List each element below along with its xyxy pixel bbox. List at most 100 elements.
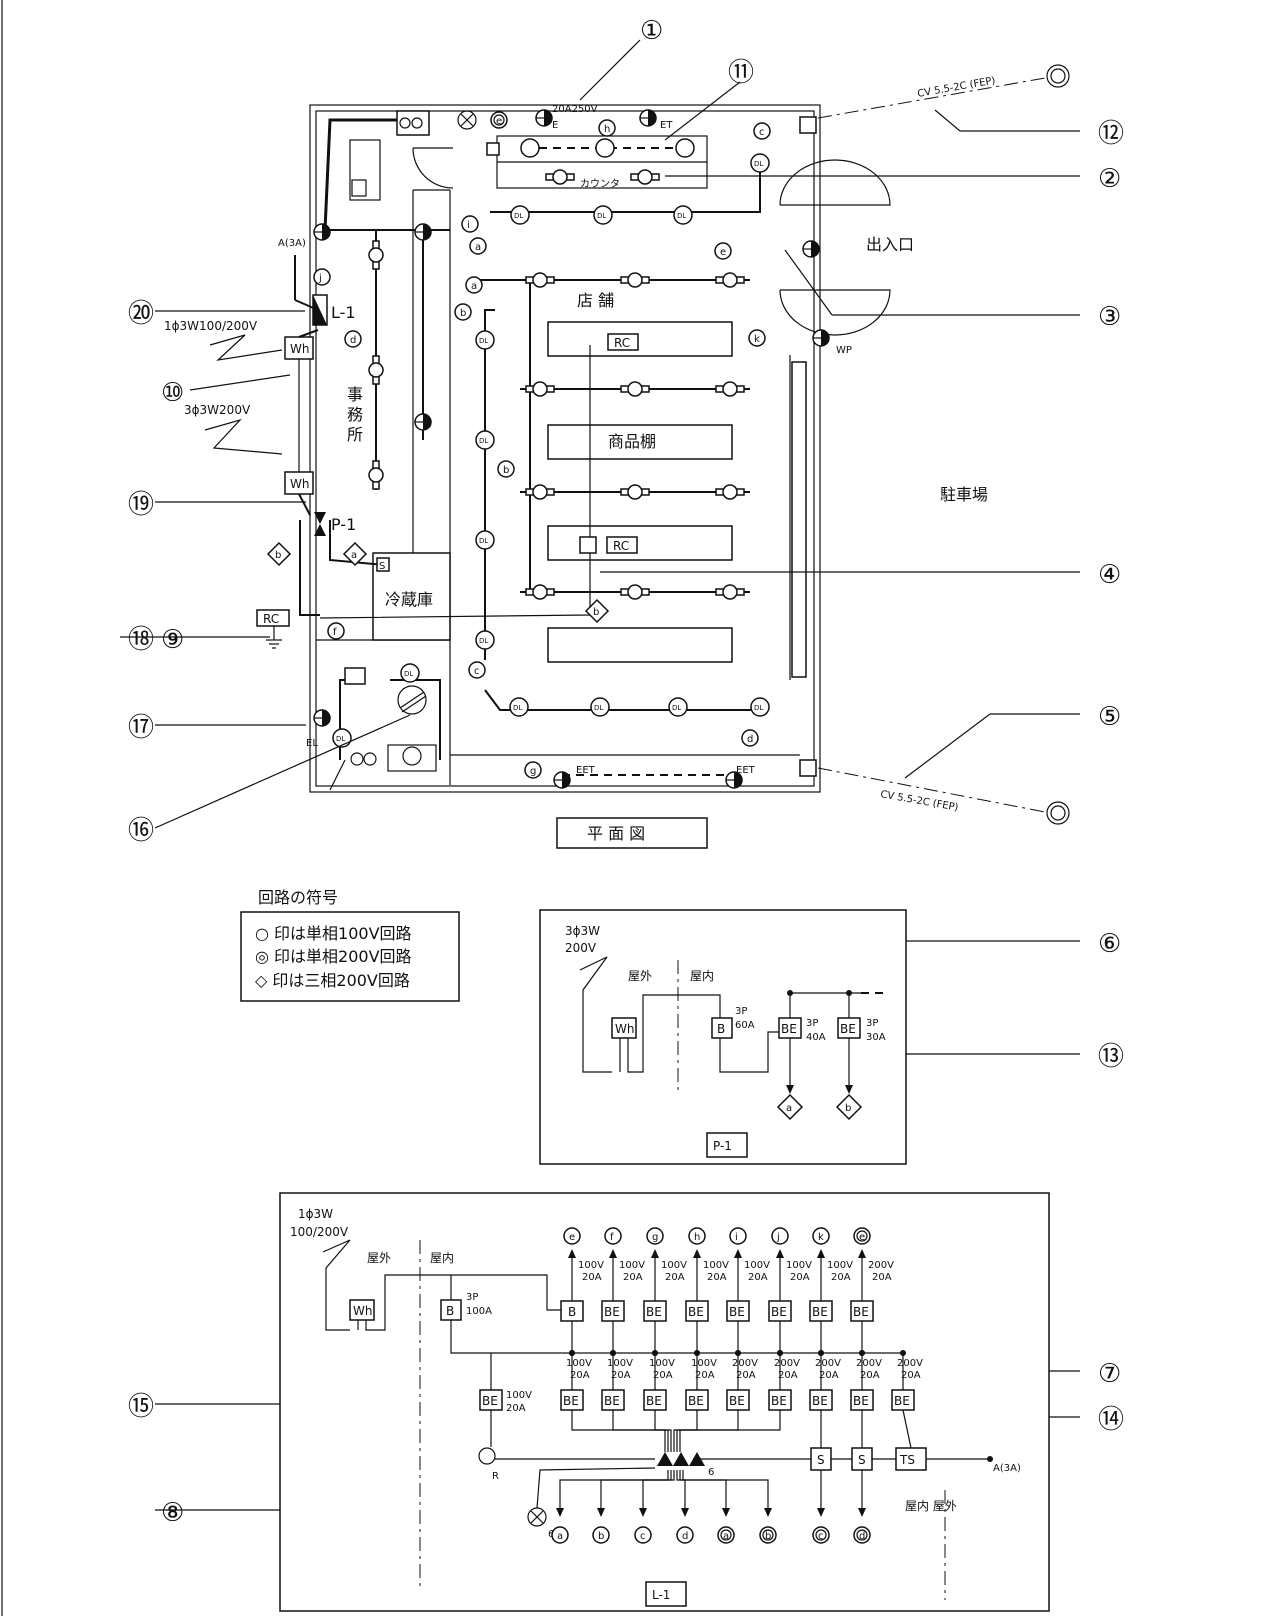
circuit-label-i (461, 215, 479, 233)
callout-number: ⑥ (1098, 929, 1121, 959)
legend-item: ◇ 印は三相200V回路 (255, 971, 410, 990)
legend-item: ◎ 印は単相200V回路 (255, 947, 412, 966)
svg-text:20A: 20A (665, 1272, 685, 1283)
room-shop: 店 舗 (577, 291, 614, 310)
svg-text:100V: 100V (703, 1260, 729, 1271)
fixture-icon (368, 467, 384, 483)
plan-title: 平 面 図 (587, 824, 645, 843)
svg-text:d: d (350, 335, 356, 346)
fixture-icon (627, 484, 643, 500)
svg-text:a: a (471, 281, 477, 292)
p1-meter (611, 1017, 637, 1039)
building-outline (309, 104, 821, 793)
svg-text:DL: DL (479, 637, 488, 645)
circuit-label-b (759, 1526, 777, 1544)
fixture-icon (520, 138, 540, 158)
svg-text:Wh: Wh (353, 1304, 372, 1318)
circuit-label-b (592, 1526, 610, 1544)
rc-box-upper (607, 333, 639, 351)
circuit-label-a (717, 1526, 735, 1544)
svg-text:100A: 100A (466, 1306, 492, 1317)
shelf-2 (547, 424, 733, 460)
svg-text:B: B (446, 1304, 454, 1318)
svg-text:a: a (723, 1531, 729, 1542)
svg-text:100V: 100V (506, 1390, 532, 1401)
callout-number: ⑱ (128, 625, 154, 655)
svg-text:20A: 20A (611, 1370, 631, 1381)
legend-title: 回路の符号 (258, 888, 338, 907)
circuit-label-g (646, 1227, 664, 1245)
svg-text:200V: 200V (815, 1358, 841, 1369)
svg-text:屋内 屋外: 屋内 屋外 (905, 1499, 957, 1513)
wall-shelf (791, 361, 807, 678)
svg-text:S: S (817, 1453, 825, 1467)
svg-text:WP: WP (836, 345, 852, 356)
svg-text:200V: 200V (732, 1358, 758, 1369)
svg-text:c: c (474, 666, 480, 677)
svg-text:20A: 20A (778, 1370, 798, 1381)
svg-text:BE: BE (840, 1022, 856, 1036)
svg-text:200V: 200V (868, 1260, 894, 1271)
downlight-icon (475, 430, 495, 450)
rc-box-lower (606, 536, 638, 554)
svg-text:BE: BE (781, 1022, 797, 1036)
svg-text:DL: DL (404, 670, 413, 678)
svg-text:100V: 100V (619, 1260, 645, 1271)
callout-number: ① (640, 16, 663, 46)
svg-text:E: E (552, 120, 558, 131)
svg-text:屋内: 屋内 (690, 969, 714, 983)
svg-text:g: g (652, 1232, 658, 1243)
svg-text:100V: 100V (566, 1358, 592, 1369)
svg-text:c: c (759, 127, 765, 138)
callout-number: ⑬ (1098, 1042, 1124, 1072)
downlight-icon (475, 630, 495, 650)
svg-text:BE: BE (604, 1305, 620, 1319)
svg-text:a: a (786, 1103, 792, 1114)
svg-text:30A: 30A (866, 1032, 886, 1043)
svg-text:DL: DL (514, 212, 523, 220)
supply-three-phase: 3ϕ3W200V (184, 403, 251, 417)
svg-text:BE: BE (853, 1394, 869, 1408)
svg-text:所: 所 (347, 425, 363, 444)
circuit-label-c (812, 1526, 830, 1544)
svg-text:200V: 200V (897, 1358, 923, 1369)
svg-text:100V: 100V (786, 1260, 812, 1271)
svg-text:20A: 20A (831, 1272, 851, 1283)
svg-text:BE: BE (688, 1305, 704, 1319)
shelf-4 (547, 627, 733, 663)
svg-text:20A: 20A (707, 1272, 727, 1283)
svg-text:BE: BE (563, 1394, 579, 1408)
fixture-icon (368, 247, 384, 263)
callout-number: ⑭ (1098, 1405, 1124, 1435)
svg-text:3P: 3P (866, 1018, 878, 1029)
svg-text:EET: EET (736, 765, 756, 776)
svg-text:200V: 200V (856, 1358, 882, 1369)
circuit-label-g (524, 761, 542, 779)
downlight-icon (750, 153, 770, 173)
p1-supply: 3ϕ3W (565, 924, 600, 938)
circuit-label-a (465, 276, 483, 294)
svg-text:b: b (598, 1531, 604, 1542)
legend-item: ○ 印は単相100V回路 (255, 924, 412, 943)
plan-title-box (556, 817, 708, 849)
fixture-icon (627, 381, 643, 397)
fixture-icon (532, 381, 548, 397)
svg-text:3P: 3P (806, 1018, 818, 1029)
svg-text:i: i (735, 1232, 738, 1243)
svg-text:BE: BE (646, 1305, 662, 1319)
svg-text:A(3A): A(3A) (993, 1463, 1021, 1474)
circuit-label-e (563, 1227, 581, 1245)
svg-text:TS: TS (899, 1453, 915, 1467)
outlet-rating: 20A250V (552, 104, 598, 115)
room-shelf: 商品棚 (608, 432, 656, 451)
callout-number: ③ (1098, 302, 1121, 332)
svg-text:DL: DL (672, 704, 681, 712)
svg-text:g: g (530, 766, 536, 777)
callout-number: ④ (1098, 560, 1121, 590)
fixture-icon (532, 272, 548, 288)
circuit-label-d (344, 330, 362, 348)
svg-text:200V: 200V (774, 1358, 800, 1369)
fixture-icon (722, 584, 738, 600)
